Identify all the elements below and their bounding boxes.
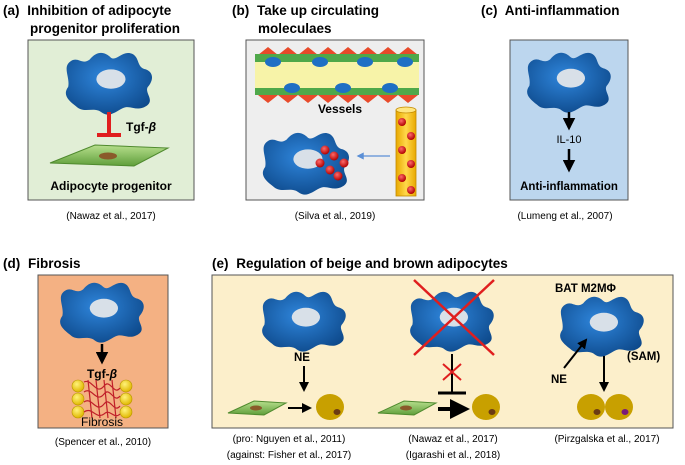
panel-e-right-title: BAT M2MΦ [555,283,617,295]
panel-d-outcome: Fibrosis [81,415,123,429]
blood-vessel-icon [255,47,419,103]
svg-text:(e) Regulation of beige: (e) Regulation of beige and brown adipoc… [212,256,508,271]
panel-b-title-line-1: Take up circulating [257,3,379,18]
panel-e-citation-left-1: (pro: Nguyen et al., 2011) [233,434,346,445]
adipocyte-icon [577,394,605,420]
adipocyte-progenitor-icon [227,400,288,416]
panel-a-title-line-1: Inhibition of adipocyte [27,3,171,18]
panel-e-title-line-1: Regulation of beige and brown adipocytes [236,256,508,271]
panel-a-citation: (Nawaz et al., 2017) [66,211,156,222]
panel-c-outcome: Anti-inflammation [520,181,618,193]
svg-text:Tgf-β: Tgf-β [126,120,157,134]
panel-a: (a) Inhibition of adipocyte progenitor p… [3,3,195,222]
adipocyte-progenitor-icon [377,400,438,416]
panel-b-title-line-2: moleculaes [258,21,332,36]
svg-text:(a) Inhibition of adipoc: (a) Inhibition of adipocyte [3,3,172,18]
panel-a-signal-greek: β [148,120,157,134]
circulating-particles-icon [315,145,349,181]
panel-c-mediator: IL-10 [556,134,581,146]
panel-b: (b) Take up circulating moleculaes Vesse… [232,3,425,222]
adipocyte-icon [472,394,500,420]
panel-e: (e) Regulation of beige and brown adipoc… [211,256,674,461]
ne-arrow-right [563,338,588,369]
panel-e-citation-left-2: (against: Fisher et al., 2017) [227,450,352,461]
panel-d-signal: Tgf- [87,367,110,381]
panel-d-letter: (d) [3,256,20,271]
panel-d: (d) Fibrosis Tgf-β [3,256,169,448]
svg-text:(b) Take up circulating: (b) Take up circulating [232,3,379,18]
cross-out-icon [413,279,495,356]
svg-text:(c) Anti-inflammation: (c) Anti-inflammation [481,3,620,18]
panel-e-right-signal: NE [551,374,567,386]
svg-text:(d) Fibrosis: (d) Fibrosis [3,256,81,271]
panel-e-citation-right: (Pirzgalska et al., 2017) [554,434,659,445]
adipocyte-progenitor-icon [49,144,170,167]
panel-e-citation-mid-1: (Nawaz et al., 2017) [408,434,498,445]
panel-a-title-line-2: progenitor proliferation [30,21,180,36]
adipocyte-icon [316,394,344,420]
panel-c: (c) Anti-inflammation IL-10 Anti-inflamm… [481,3,629,222]
panel-c-citation: (Lumeng et al., 2007) [517,211,612,222]
panel-e-citation-mid-2: (Igarashi et al., 2018) [406,450,501,461]
svg-text:Tgf-β: Tgf-β [87,367,118,381]
panel-b-vessel-label: Vessels [318,102,362,116]
panel-e-right-subtype: (SAM) [627,351,660,363]
adipocyte-icon [605,394,633,420]
panel-c-letter: (c) [481,3,498,18]
small-cross-icon [442,363,462,381]
panel-a-target: Adipocyte progenitor [50,179,172,193]
panel-c-title-line-1: Anti-inflammation [505,3,620,18]
panel-b-citation: (Silva et al., 2019) [295,211,376,222]
panel-a-signal: Tgf- [126,120,149,134]
panel-a-letter: (a) [3,3,20,18]
panel-b-letter: (b) [232,3,249,18]
fibrosis-icon [71,379,133,419]
panel-e-letter: (e) [212,256,229,271]
circulation-tube-icon [395,106,417,197]
panel-e-left-signal: NE [294,352,310,364]
panel-d-citation: (Spencer et al., 2010) [55,437,151,448]
panel-d-title-line-1: Fibrosis [28,256,81,271]
panel-d-signal-greek: β [109,367,118,381]
